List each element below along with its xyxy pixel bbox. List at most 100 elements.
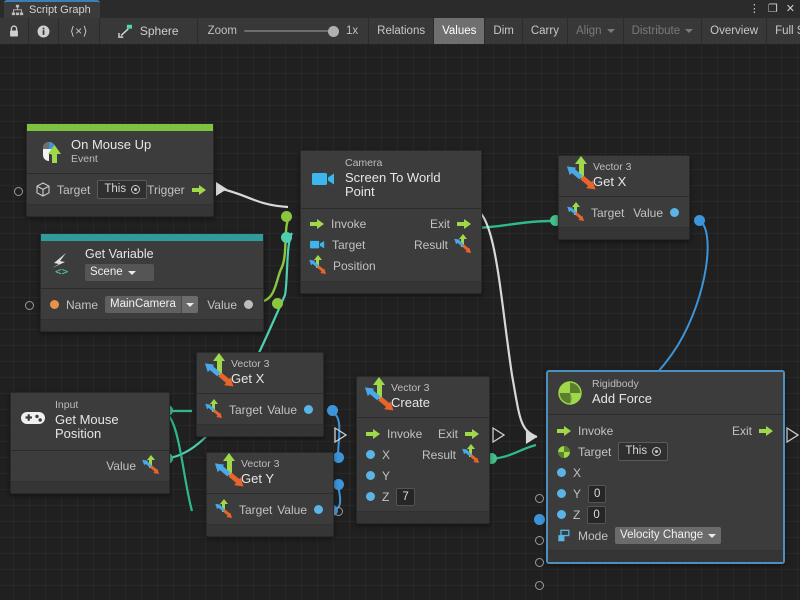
port-row-y[interactable]: Y 0 [548,483,783,504]
port-row-target-value[interactable]: Target Value [559,202,689,223]
port-row-target[interactable]: Target This [548,441,783,462]
value-output-port[interactable] [304,405,313,414]
port-row-x-result[interactable]: X Result [357,444,489,465]
flow-in-icon[interactable] [310,219,324,229]
flow-out-icon[interactable] [457,219,471,229]
z-value-field[interactable]: 0 [587,506,605,524]
tab-script-graph[interactable]: Script Graph [4,0,100,18]
variable-scope-dropdown[interactable]: Scene [85,264,154,281]
vector3-port-icon[interactable] [568,206,584,220]
toolbar-button-overview[interactable]: Overview [702,18,767,44]
target-picker-icon[interactable] [652,447,661,456]
info-button[interactable] [29,18,59,44]
x-input-port[interactable] [557,468,566,477]
flow-in-icon[interactable] [366,429,380,439]
y-value-field[interactable]: 0 [588,485,606,503]
connected-port[interactable] [327,405,338,416]
connected-port[interactable] [281,211,292,222]
connected-port[interactable] [694,215,705,226]
flow-out-icon[interactable] [465,429,479,439]
connected-port[interactable] [333,452,344,463]
port-row-y[interactable]: Y [357,465,489,486]
port-row-position[interactable]: Position [301,256,481,277]
connected-port[interactable] [333,479,344,490]
toolbar-button-align[interactable]: Align [568,18,624,44]
value-output-port[interactable] [244,300,253,309]
vector3-port-icon[interactable] [463,448,479,462]
z-input-port[interactable] [557,510,566,519]
port-row-x[interactable]: X [548,462,783,483]
mode-dropdown[interactable]: Velocity Change [615,527,721,544]
target-value-chip[interactable]: This [97,180,147,199]
toolbar-button-distribute[interactable]: Distribute [624,18,703,44]
vector3-port-icon[interactable] [143,459,159,473]
connected-port[interactable] [272,298,283,309]
value-output-port[interactable] [670,208,679,217]
window-close-icon[interactable]: ✕ [786,4,795,15]
toolbar-button-carry[interactable]: Carry [523,18,568,44]
port-row-value[interactable]: Value [11,456,169,477]
zoom-slider[interactable] [244,25,339,37]
window-menu-icon[interactable]: ⋮ [749,4,760,15]
port-row-target-result[interactable]: Target Result [301,235,481,256]
flow-in-icon[interactable] [557,426,571,436]
x-input-port[interactable] [366,450,375,459]
toolbar-button-dim[interactable]: Dim [485,18,522,44]
port-row-target-value[interactable]: Target Value [207,499,333,520]
unconnected-input-port[interactable] [535,536,544,545]
port-row-target-value[interactable]: Target Value [197,399,323,420]
node-input-get-mouse-position[interactable]: Input Get Mouse Position Value [10,392,170,494]
code-view-button[interactable]: ⟨×⟩ [59,18,100,44]
toolbar-button-values[interactable]: Values [434,18,485,44]
toolbar-button-full-screen[interactable]: Full Screen [767,18,800,44]
zoom-control[interactable]: Zoom 1x [198,18,370,44]
node-get-variable[interactable]: <> Get Variable Scene Name [40,233,264,332]
node-header: <> Get Variable Scene [41,241,263,289]
flow-out-icon[interactable] [759,426,773,436]
unconnected-input-port[interactable] [535,558,544,567]
vector3-port-icon[interactable] [206,403,222,417]
unconnected-input-port[interactable] [535,581,544,590]
node-on-mouse-up[interactable]: On Mouse Up Event Target This [26,123,214,217]
node-vector3-get-y[interactable]: Vector 3 Get Y Target Value [206,452,334,537]
node-rigidbody-add-force[interactable]: Rigidbody Add Force Invoke Exit [547,371,784,563]
node-vector3-get-x-mid[interactable]: Vector 3 Get X Target Value [196,352,324,437]
vector3-port-icon[interactable] [310,259,326,273]
value-output-port[interactable] [314,505,323,514]
flow-out-icon[interactable] [192,185,206,195]
graph-canvas[interactable]: On Mouse Up Event Target This [0,45,800,600]
connected-port[interactable] [281,232,292,243]
lock-button[interactable] [0,18,29,44]
toolbar-button-relations[interactable]: Relations [369,18,434,44]
variable-name-dropdown-button[interactable] [181,296,198,313]
window-maximize-icon[interactable]: ❐ [768,4,778,15]
unconnected-input-port[interactable] [334,507,343,516]
port-row-invoke-exit[interactable]: Invoke Exit [301,214,481,235]
z-input-port[interactable] [366,492,375,501]
y-input-port[interactable] [557,489,566,498]
unconnected-input-port[interactable] [535,494,544,503]
variable-name-combo[interactable]: MainCamera [105,296,198,313]
unconnected-input-port[interactable] [25,301,34,310]
vector3-port-icon[interactable] [216,503,232,517]
port-row-invoke-exit[interactable]: Invoke Exit [357,423,489,444]
connected-port[interactable] [534,514,545,525]
port-row-z[interactable]: Z 0 [548,504,783,525]
node-vector3-get-x-top[interactable]: Vector 3 Get X Target Value [558,155,690,240]
y-input-port[interactable] [366,471,375,480]
z-value-field[interactable]: 7 [396,488,414,506]
unconnected-input-port[interactable] [14,187,23,196]
zoom-slider-knob[interactable] [328,26,339,37]
breadcrumb[interactable]: Sphere [100,18,198,44]
variable-name-port[interactable] [50,300,59,309]
port-row-invoke-exit[interactable]: Invoke Exit [548,420,783,441]
node-camera-screen-to-world-point[interactable]: Camera Screen To World Point Invoke Exit [300,150,482,294]
port-row-z[interactable]: Z 7 [357,486,489,507]
port-row-name[interactable]: Name MainCamera Value [41,294,263,315]
port-row-mode[interactable]: Mode Velocity Change [548,525,783,546]
port-row-target[interactable]: Target This Trigger [27,179,213,200]
target-value-chip[interactable]: This [618,442,668,461]
node-vector3-create[interactable]: Vector 3 Create Invoke Exit [356,376,490,524]
vector3-port-icon[interactable] [455,238,471,252]
target-picker-icon[interactable] [131,185,140,194]
